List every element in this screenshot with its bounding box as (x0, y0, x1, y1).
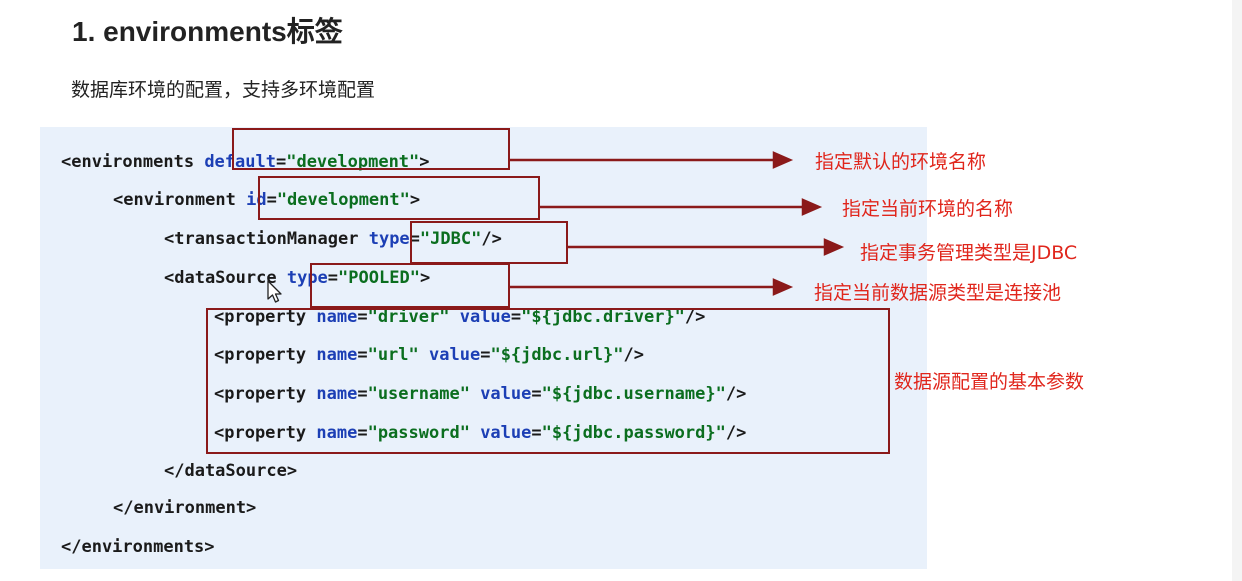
attr-name: name (316, 384, 358, 404)
code-line-environments-close: </environments> (61, 537, 215, 557)
page-description: 数据库环境的配置，支持多环境配置 (71, 79, 376, 101)
tag-transaction-manager: <transactionManager (164, 229, 359, 249)
code-line-property-url: <property name="url" value="${jdbc.url}"… (214, 345, 644, 365)
attr-value: value (459, 307, 511, 327)
value-development: "development" (276, 190, 410, 210)
value-password: "password" (367, 423, 470, 443)
value-jdbc-url: "${jdbc.url}" (490, 345, 624, 365)
tag-property: <property (214, 345, 307, 365)
value-driver: "driver" (367, 307, 450, 327)
code-line-environments-open: <environments default="development"> (61, 152, 430, 172)
equals-sign: = (409, 229, 420, 249)
value-jdbc-password: "${jdbc.password}" (541, 423, 726, 443)
value-development: "development" (286, 152, 420, 172)
tag-datasource: <dataSource (164, 268, 277, 288)
code-line-property-driver: <property name="driver" value="${jdbc.dr… (214, 307, 706, 327)
annotation-datasource-type: 指定当前数据源类型是连接池 (814, 282, 1062, 304)
tag-self-close: /> (684, 307, 706, 327)
attr-value: value (480, 384, 532, 404)
attr-value: value (429, 345, 481, 365)
equals-sign: = (327, 268, 339, 288)
code-line-property-password: <property name="password" value="${jdbc.… (214, 423, 747, 443)
attr-name: name (316, 345, 358, 365)
annotation-datasource-params: 数据源配置的基本参数 (894, 371, 1085, 393)
tag-self-close: /> (481, 229, 502, 249)
tag-property: <property (214, 307, 307, 327)
value-url: "url" (367, 345, 419, 365)
attr-type: type (368, 229, 410, 249)
tag-environments: <environments (61, 152, 195, 172)
highlight-box-properties (206, 308, 890, 454)
highlight-box-id (258, 176, 540, 220)
code-line-environment-open: <environment id="development"> (113, 190, 420, 210)
page-title: 1. environments标签 (72, 16, 343, 47)
tag-close: > (409, 190, 421, 210)
tag-self-close: /> (623, 345, 644, 365)
attr-id: id (246, 190, 267, 210)
annotation-transaction-type: 指定事务管理类型是JDBC (860, 242, 1078, 264)
value-username: "username" (367, 384, 470, 404)
highlight-box-default (232, 128, 510, 170)
attr-type: type (286, 268, 328, 288)
code-line-transaction-manager: <transactionManager type="JDBC"/> (164, 229, 502, 249)
highlight-box-datasource-type (310, 263, 510, 308)
value-jdbc-driver: "${jdbc.driver}" (521, 307, 685, 327)
tag-self-close: /> (725, 423, 747, 443)
mouse-cursor-icon (267, 280, 282, 303)
tag-environment: <environment (113, 190, 236, 210)
tag-property: <property (214, 423, 307, 443)
tag-self-close: /> (725, 384, 747, 404)
equals-sign: = (266, 190, 277, 210)
value-jdbc-username: "${jdbc.username}" (541, 384, 726, 404)
equals-sign: = (275, 152, 287, 172)
attr-value: value (480, 423, 532, 443)
annotation-current-env: 指定当前环境的名称 (842, 198, 1014, 220)
code-line-environment-close: </environment> (113, 498, 257, 518)
value-jdbc: "JDBC" (419, 229, 482, 249)
tag-close: > (419, 152, 430, 172)
code-line-property-username: <property name="username" value="${jdbc.… (214, 384, 747, 404)
attr-name: name (316, 307, 358, 327)
code-line-datasource-close: </dataSource> (164, 461, 298, 481)
code-block (40, 127, 927, 569)
tag-property: <property (214, 384, 307, 404)
attr-default: default (204, 152, 276, 172)
window-edge-strip (1232, 0, 1242, 581)
tag-close: > (419, 268, 431, 288)
attr-name: name (316, 423, 358, 443)
highlight-box-transaction-type (410, 221, 568, 264)
code-line-datasource-open: <dataSource type="POOLED"> (164, 268, 430, 288)
annotation-default-env: 指定默认的环境名称 (815, 151, 987, 173)
value-pooled: "POOLED" (338, 268, 420, 288)
